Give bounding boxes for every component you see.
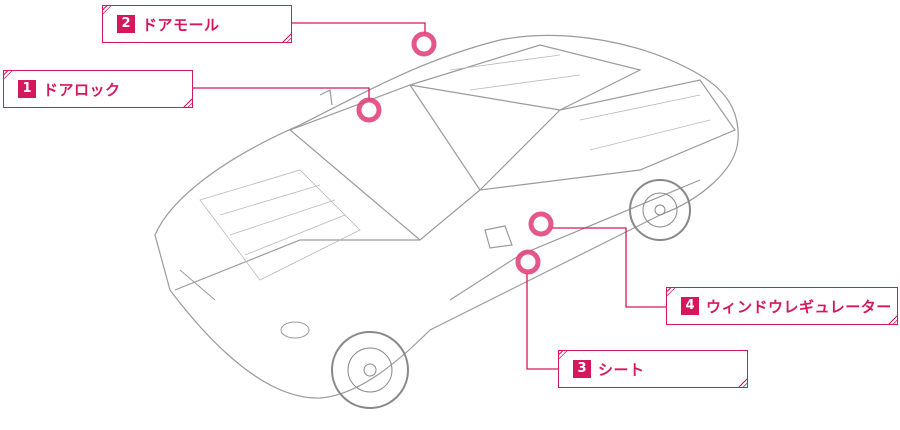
callout-door-lock[interactable]: 1 ドアロック (3, 70, 193, 108)
marker-circle-4[interactable] (528, 211, 554, 237)
callout-label: シート (598, 360, 645, 379)
leader-line-3 (526, 273, 558, 370)
hatch-decoration (737, 377, 747, 387)
callout-seat[interactable]: 3 シート (558, 350, 748, 388)
callout-number: 1 (18, 80, 36, 98)
engine-detail (199, 54, 711, 281)
callout-number: 2 (117, 15, 135, 33)
callout-window-regulator[interactable]: 4 ウィンドウレギュレーター (666, 287, 898, 325)
callout-number: 4 (681, 297, 699, 315)
leader-line-1 (192, 87, 370, 100)
headlight (179, 269, 310, 339)
callout-door-molding[interactable]: 2 ドアモール (102, 5, 292, 43)
leader-lines (192, 22, 666, 370)
marker-circle-2[interactable] (411, 31, 437, 57)
hatch-decoration (182, 97, 192, 107)
wheel-rear (629, 179, 691, 241)
hatch-decoration (887, 314, 897, 324)
callout-label: ウィンドウレギュレーター (706, 297, 892, 316)
hatch-decoration (103, 6, 113, 16)
marker-circle-1[interactable] (356, 97, 382, 123)
wheel-front (331, 331, 409, 409)
hatch-decoration (4, 71, 14, 81)
callout-label: ドアロック (43, 80, 121, 99)
callout-label: ドアモール (142, 15, 220, 34)
callout-number: 3 (573, 360, 591, 378)
car-outline (154, 34, 739, 399)
hatch-decoration (281, 32, 291, 42)
marker-circle-3[interactable] (515, 249, 541, 275)
leader-line-2 (291, 22, 426, 34)
hatch-decoration (559, 351, 569, 361)
leader-line-4 (552, 227, 666, 308)
hatch-decoration (667, 288, 677, 298)
